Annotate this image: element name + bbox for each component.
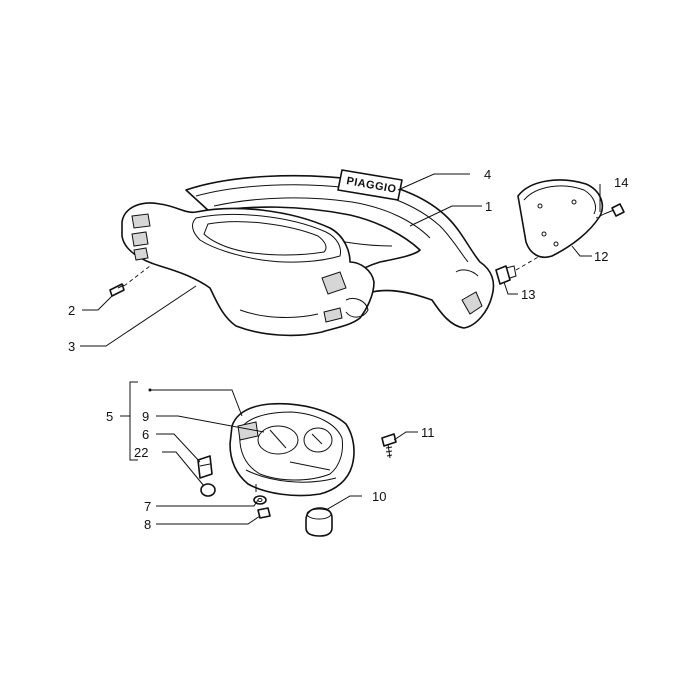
label-2: 2 [68,303,75,318]
cover-plate [517,179,604,258]
label-7: 7 [144,499,151,514]
label-1: 1 [485,199,492,214]
label-11: 11 [421,425,435,440]
label-5: 5 [106,409,113,424]
label-6: 6 [142,427,149,442]
piaggio-logo-badge: PIAGGIO [337,169,403,201]
instrument-panel [229,402,355,497]
label-9: 9 [142,409,149,424]
screw-part-2 [109,265,151,297]
grommet-part-13 [495,255,541,285]
label-22: 22 [134,445,148,460]
nut-part-8 [257,507,271,519]
screw-part-14 [595,203,625,219]
label-14: 14 [614,175,628,190]
part-number-labels: 1 4 14 12 13 2 3 5 9 6 22 11 10 7 8 [68,167,628,532]
rubber-cap-part-10 [305,507,333,537]
label-8: 8 [144,517,151,532]
label-4: 4 [484,167,491,182]
label-13: 13 [521,287,535,302]
leader-lines [80,173,601,525]
label-12: 12 [594,249,608,264]
bulb-socket-part-22 [197,455,216,497]
label-3: 3 [68,339,75,354]
front-handlebar-cover [121,202,375,337]
screw-part-11 [381,433,397,459]
label-10: 10 [372,489,386,504]
